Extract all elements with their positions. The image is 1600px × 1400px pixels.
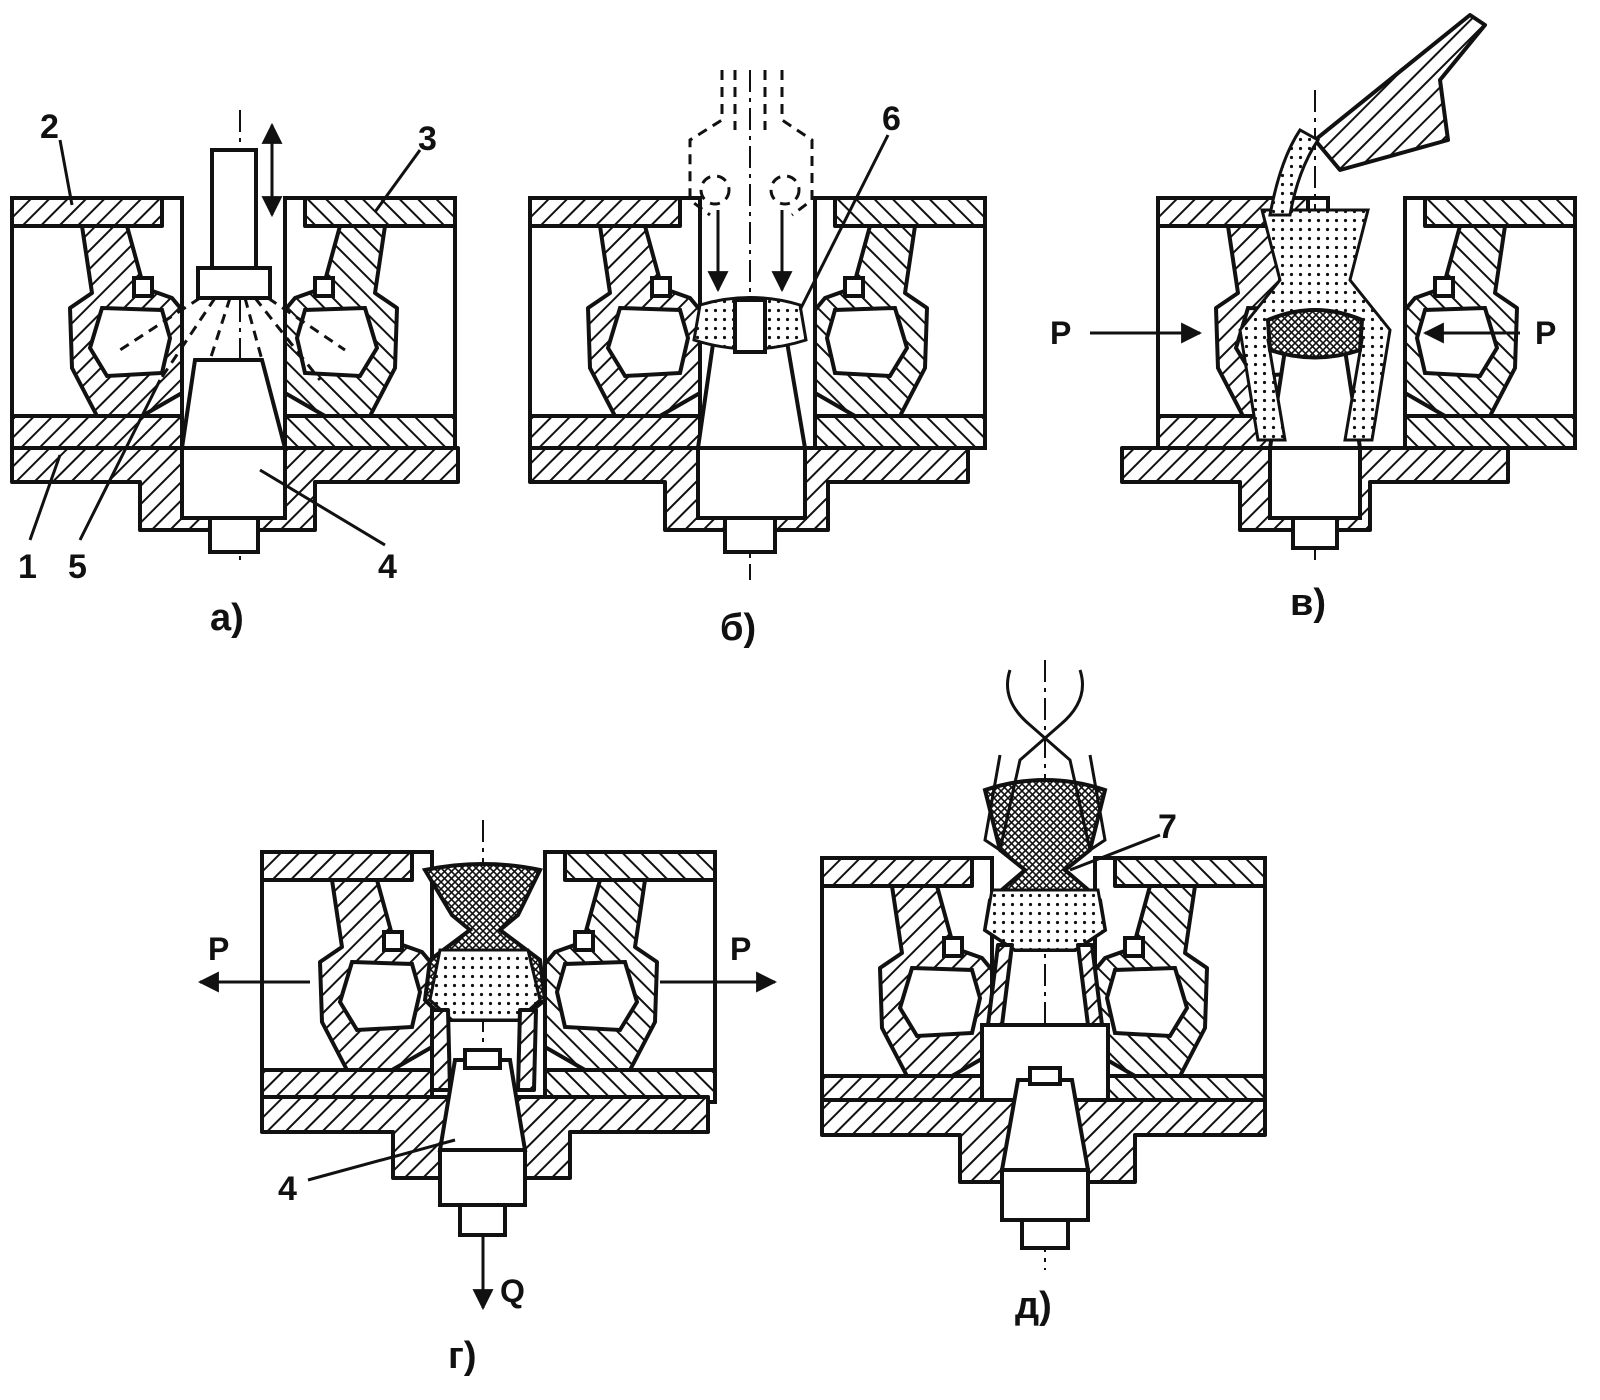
panel-b: 6 б) [528, 70, 985, 649]
caption-d: д) [1015, 1285, 1052, 1327]
caption-g: г) [448, 1335, 476, 1377]
label-4: 4 [378, 548, 397, 586]
panel-g: P P Q 4 г) [197, 820, 778, 1377]
label-2: 2 [40, 108, 59, 146]
label-4-g: 4 [278, 1170, 297, 1208]
label-6: 6 [882, 100, 901, 138]
label-p-right-g: P [730, 931, 751, 967]
caption-a: а) [210, 597, 244, 639]
label-p-left-v: P [1050, 315, 1071, 351]
label-5: 5 [68, 548, 87, 586]
panel-a: 2 3 1 5 4 а) [10, 108, 460, 639]
label-3: 3 [418, 120, 437, 158]
panel-d: 7 д) [820, 660, 1267, 1327]
caption-v: в) [1290, 582, 1326, 624]
label-p-right-v: P [1535, 315, 1556, 351]
panel-v: P P в) [1050, 13, 1575, 624]
label-1: 1 [18, 548, 37, 586]
label-q: Q [500, 1273, 525, 1309]
caption-b: б) [720, 607, 756, 649]
label-7: 7 [1158, 808, 1177, 846]
label-p-left-g: P [208, 931, 229, 967]
